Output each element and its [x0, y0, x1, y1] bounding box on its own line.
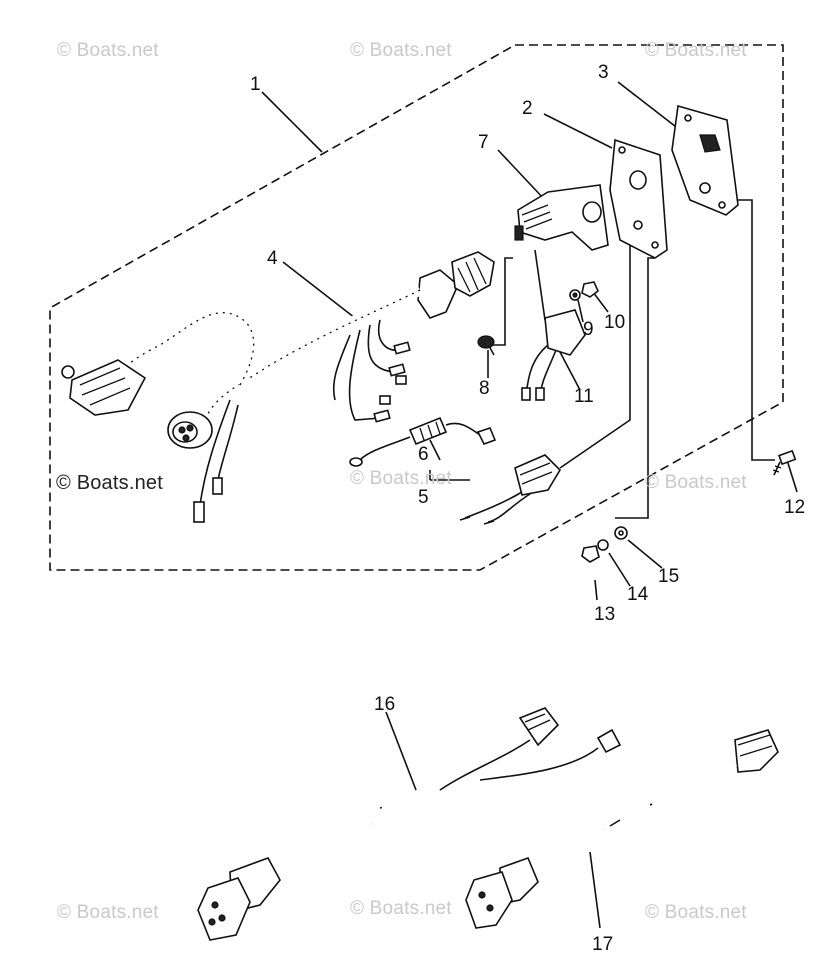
watermark: © Boats.net — [645, 902, 747, 923]
callout-15: 15 — [658, 566, 679, 587]
callout-3: 3 — [598, 62, 609, 83]
callout-1: 1 — [250, 74, 261, 95]
watermark: © Boats.net — [57, 40, 159, 61]
part-12-bolt — [772, 449, 797, 476]
part-16-extension-harness — [197, 707, 622, 941]
part-10-nut — [581, 281, 599, 298]
callout-5: 5 — [418, 487, 429, 508]
watermark: © Boats.net — [350, 468, 452, 489]
callout-2: 2 — [522, 98, 533, 119]
callout-4: 4 — [267, 248, 278, 269]
watermark: © Boats.net — [56, 472, 163, 494]
watermark: © Boats.net — [350, 40, 452, 61]
callout-11: 11 — [574, 386, 594, 407]
callout-12: 12 — [784, 497, 805, 518]
callout-16: 16 — [374, 694, 395, 715]
callout-13: 13 — [594, 604, 615, 625]
watermark: © Boats.net — [645, 40, 747, 61]
part-11-relay — [521, 309, 586, 401]
assembly-boundary — [49, 44, 784, 571]
callout-14: 14 — [627, 584, 649, 605]
callout-10: 10 — [604, 312, 625, 333]
explode-lines — [490, 199, 775, 519]
callout-8: 8 — [479, 378, 490, 399]
part-4-wire-harness — [61, 251, 495, 523]
part-13-nut — [581, 545, 600, 563]
callout-6: 6 — [418, 444, 429, 465]
part-17-extension-harness — [465, 729, 779, 929]
part-8-screw — [477, 335, 495, 356]
part-5-switch — [459, 454, 562, 525]
part-9-washer — [569, 289, 581, 301]
part-2-plate — [609, 138, 668, 259]
part-7-bracket — [514, 184, 609, 251]
watermark: © Boats.net — [350, 898, 452, 919]
part-6-fuse-holder — [349, 416, 497, 467]
watermark: © Boats.net — [57, 902, 159, 923]
callout-7: 7 — [478, 132, 489, 153]
callout-17: 17 — [592, 934, 613, 955]
part-3-cover-plate — [671, 104, 739, 216]
callout-9: 9 — [583, 319, 594, 340]
leader-lines — [261, 81, 798, 929]
callout-numbers: 1 2 3 4 5 6 7 8 9 10 11 12 13 14 15 16 1… — [250, 62, 805, 955]
part-15-washer — [614, 526, 628, 540]
watermark: © Boats.net — [645, 472, 747, 493]
part-14-washer — [597, 539, 609, 551]
